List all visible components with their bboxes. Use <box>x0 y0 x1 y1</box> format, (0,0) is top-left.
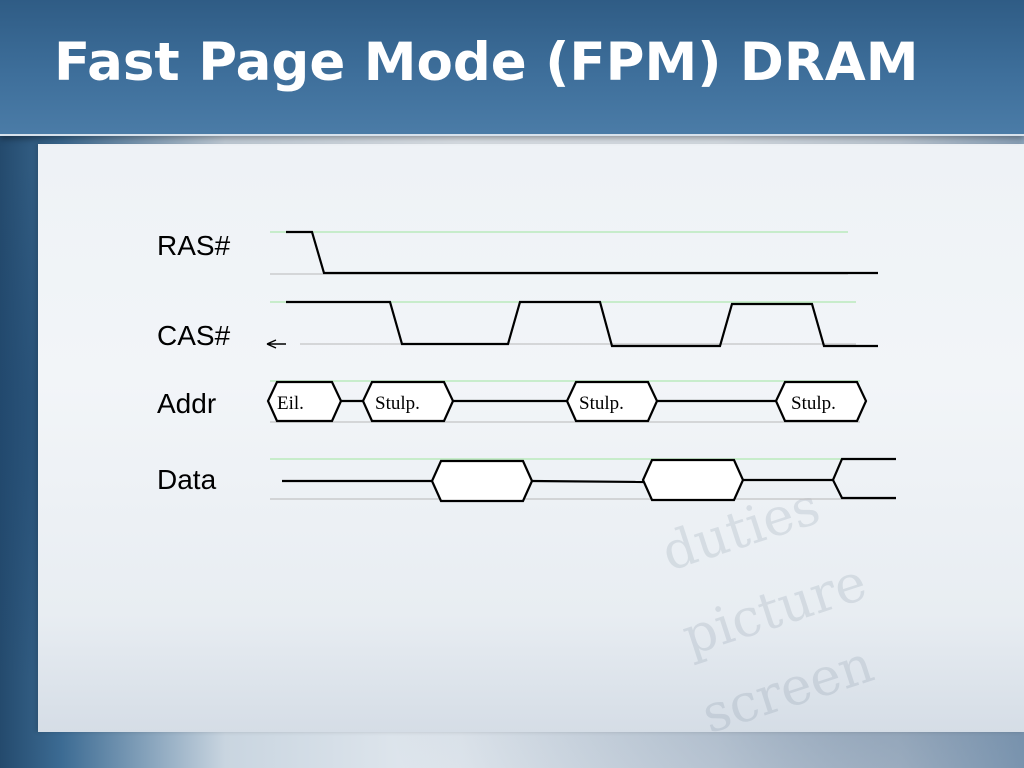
signal-label-ras: RAS# <box>157 230 231 261</box>
addr-phase-shape <box>361 380 455 423</box>
addr-bus: Eil. Stulp. Stulp. Stulp. <box>266 380 868 423</box>
data-valid-window <box>641 458 745 502</box>
signal-label-data: Data <box>157 464 217 495</box>
data-valid-window <box>430 459 534 503</box>
addr-phase-label: Stulp. <box>375 393 420 414</box>
addr-phase-shape <box>266 380 343 423</box>
addr-phase-label: Eil. <box>277 393 304 414</box>
addr-phase-shape <box>565 380 659 423</box>
addr-phase-label: Stulp. <box>579 393 624 414</box>
addr-phase-shape <box>774 380 868 423</box>
addr-phase-label: Stulp. <box>791 393 836 414</box>
signal-label-cas: CAS# <box>157 320 231 351</box>
content-panel <box>38 144 1024 732</box>
title-bar: Fast Page Mode (FPM) DRAM <box>0 0 1024 136</box>
cas-arrow-icon <box>266 339 286 349</box>
signal-label-addr: Addr <box>157 388 216 419</box>
data-bus <box>282 457 896 503</box>
slide-title: Fast Page Mode (FPM) DRAM <box>54 32 919 93</box>
data-valid-window-open <box>831 457 896 500</box>
cas-waveform <box>286 300 878 348</box>
data-idle-line <box>531 479 645 484</box>
ras-waveform <box>286 230 878 275</box>
